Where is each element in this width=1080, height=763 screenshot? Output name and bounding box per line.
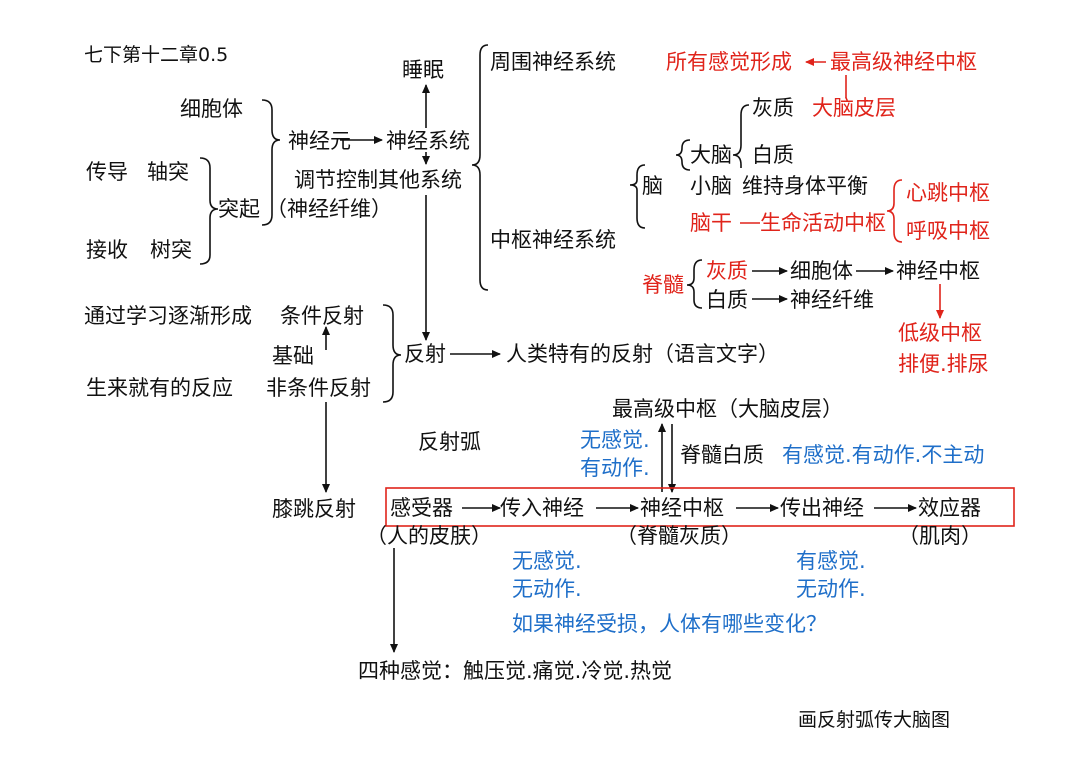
- left-note-line1: 无感觉.: [512, 549, 582, 573]
- footer-caption: 画反射弧传大脑图: [798, 709, 951, 731]
- excretion-label: 排便.排尿: [898, 352, 989, 376]
- skin-label: （人的皮肤）: [366, 524, 492, 548]
- highest-center-label: 最高级神经中枢: [830, 50, 977, 74]
- all-sensation-label: 所有感觉形成: [666, 50, 792, 74]
- nerve-fiber-label: （神经纤维）: [266, 197, 392, 221]
- regulate-label: 调节控制其他系统: [294, 168, 462, 192]
- learned-label: 通过学习逐渐形成: [84, 304, 252, 328]
- spinal-white-label: 白质: [706, 288, 748, 312]
- basis-label: 基础: [272, 344, 314, 368]
- page-title: 七下第十二章0.5: [84, 44, 229, 66]
- gray-matter-label: 灰质: [752, 96, 794, 120]
- nerve-center-label: 神经中枢: [640, 496, 724, 520]
- brace-process: [199, 157, 219, 265]
- cerebellum-label: 小脑: [690, 174, 732, 198]
- dendrite-label: 树突: [150, 238, 192, 262]
- four-senses-label: 四种感觉：触压觉.痛觉.冷觉.热觉: [358, 659, 673, 683]
- brace-reflex: [382, 304, 402, 403]
- brace-cerebrum-matter: [732, 104, 750, 168]
- top-note-line2: 有动作.: [580, 456, 650, 480]
- brace-brain: [629, 164, 646, 229]
- peripheral-label: 周围神经系统: [490, 50, 616, 74]
- unconditioned-reflex-label: 非条件反射: [266, 376, 371, 400]
- feel-action-note: 有感觉.有动作.不主动: [782, 443, 985, 467]
- innate-label: 生来就有的反应: [86, 376, 233, 400]
- right-note-line2: 无动作.: [796, 577, 866, 601]
- cerebral-cortex-label: 大脑皮层: [812, 96, 896, 120]
- arc-highest-center-label: 最高级中枢（大脑皮层）: [612, 397, 843, 421]
- brace-nervous-system: [471, 44, 489, 291]
- spinal-cord-label: 脊髓: [642, 273, 684, 297]
- reflex-arc-box: [385, 487, 1015, 527]
- spinal-fiber-label: 神经纤维: [790, 288, 874, 312]
- cerebellum-function-label: 维持身体平衡: [742, 174, 868, 198]
- conduct-label: 传导: [86, 160, 128, 184]
- spinal-white-matter-label: 脊髓白质: [680, 443, 764, 467]
- brace-cerebrum: [675, 139, 691, 171]
- spinal-cell-body-label: 细胞体: [790, 259, 853, 283]
- effector-label: 效应器: [918, 496, 981, 520]
- spinal-gray-matter-label: （脊髓灰质）: [616, 524, 742, 548]
- life-center-label: 生命活动中枢: [760, 211, 886, 235]
- spinal-center-label: 神经中枢: [896, 259, 980, 283]
- cell-body-label: 细胞体: [180, 97, 243, 121]
- nervous-system-label: 神经系统: [386, 129, 470, 153]
- conditioned-reflex-label: 条件反射: [280, 304, 364, 328]
- brace-spinal: [686, 259, 703, 309]
- sleep-label: 睡眠: [402, 58, 444, 82]
- reflex-arc-label: 反射弧: [418, 430, 481, 454]
- brainstem-label: 脑干: [690, 211, 732, 235]
- human-specific-reflex-label: 人类特有的反射（语言文字）: [506, 342, 779, 366]
- neuron-label: 神经元: [288, 129, 351, 153]
- brace-neuron: [261, 99, 281, 226]
- muscle-label: （肌肉）: [898, 524, 982, 548]
- brace-brainstem: [886, 179, 903, 243]
- process-label: 突起: [218, 197, 260, 221]
- question-label: 如果神经受损，人体有哪些变化？: [512, 612, 827, 636]
- receptor-label: 感受器: [390, 496, 453, 520]
- reflex-label: 反射: [404, 342, 446, 366]
- right-note-line1: 有感觉.: [796, 549, 866, 573]
- heartbeat-center-label: 心跳中枢: [906, 181, 990, 205]
- knee-jerk-label: 膝跳反射: [272, 497, 356, 521]
- top-note-line1: 无感觉.: [580, 428, 650, 452]
- efferent-nerve-label: 传出神经: [780, 496, 864, 520]
- left-note-line2: 无动作.: [512, 577, 582, 601]
- afferent-nerve-label: 传入神经: [500, 496, 584, 520]
- receive-label: 接收: [86, 238, 128, 262]
- spinal-gray-label: 灰质: [706, 259, 748, 283]
- central-label: 中枢神经系统: [490, 228, 616, 252]
- brain-label: 脑: [642, 174, 663, 198]
- low-center-label: 低级中枢: [898, 321, 982, 345]
- white-matter-label: 白质: [752, 143, 794, 167]
- axon-label: 轴突: [147, 160, 189, 184]
- breathing-center-label: 呼吸中枢: [906, 219, 990, 243]
- cerebrum-label: 大脑: [690, 143, 732, 167]
